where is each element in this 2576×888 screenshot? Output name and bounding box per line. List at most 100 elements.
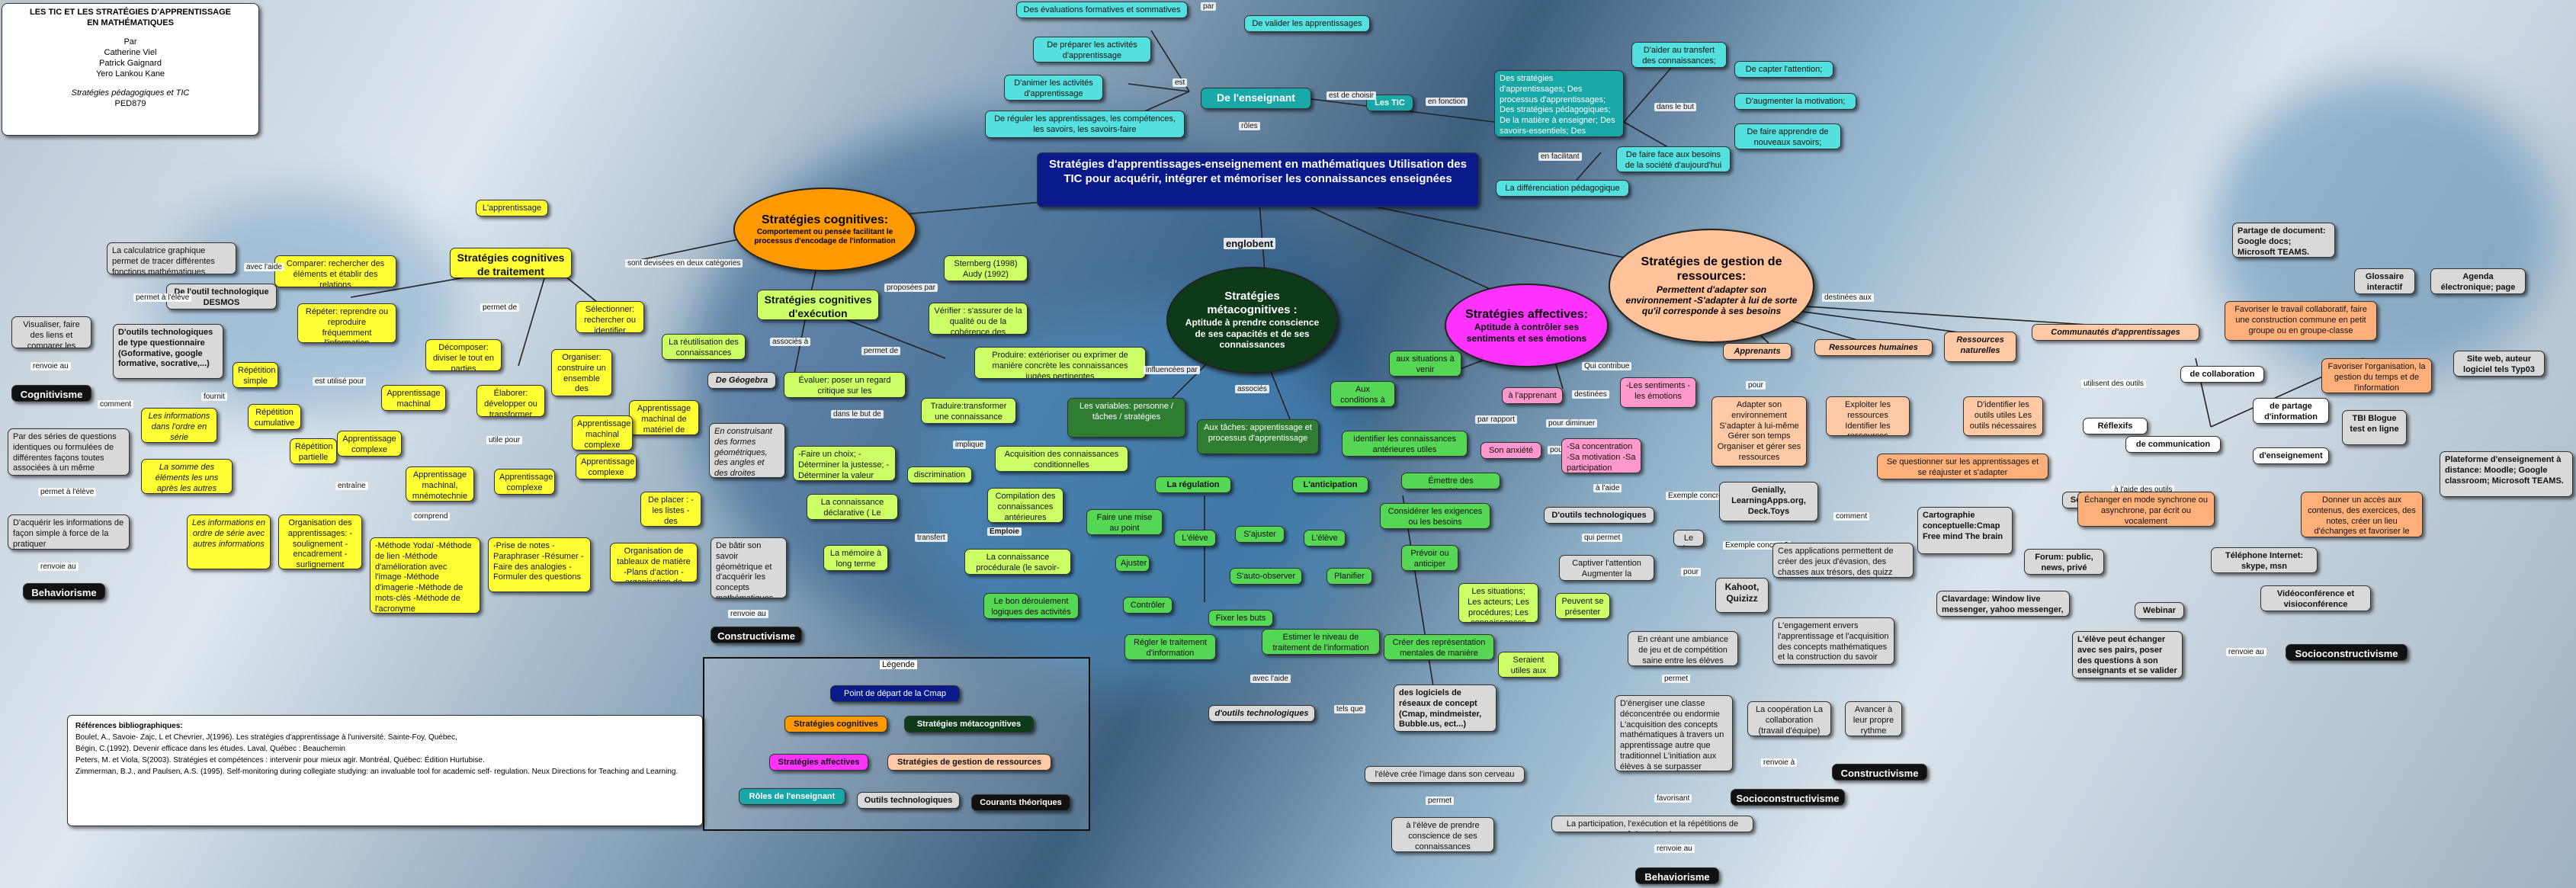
- roles-label: rôles: [1239, 122, 1260, 130]
- concept-map-software-node: des logiciels de réseaux de concept (Cma…: [1394, 684, 1497, 732]
- uses-label: Emploie: [987, 527, 1022, 536]
- exploit-resources-node: Exploiter les ressources Identifier les …: [1826, 396, 1910, 436]
- author-name: Catherine Viel: [104, 47, 157, 57]
- variables-node: Les variables: personne / tâches / strat…: [1067, 398, 1185, 438]
- place-lists-node: De placer : -les listes -des ensembles: [640, 492, 701, 527]
- mental-representation-node: Créer des représentation mentales de man…: [1384, 634, 1494, 660]
- lms-platform-node: Plateforme d'enseignement à distance: Mo…: [2440, 451, 2573, 497]
- teacher-role-regulate: De réguler les apprentissages, les compé…: [985, 111, 1185, 138]
- reuse-node: La réutilisation des connaissances: [662, 334, 746, 360]
- how-label: comment: [1833, 512, 1870, 521]
- acquire-info-node: D'acquérir les informations de façon sim…: [8, 515, 130, 550]
- info-sharing-tools-node: de partage d'information: [2253, 398, 2329, 424]
- own-pace-node: Avancer à leur propre rythme: [1845, 701, 1902, 736]
- function-label: en fonction: [1426, 98, 1468, 106]
- main-title-line1: LES TIC ET LES STRATÉGIES D'APPRENTISSAG…: [30, 8, 231, 17]
- teacher-role-prepare: De préparer les activités d'apprentissag…: [1033, 37, 1151, 63]
- refers-label: renvoie au: [728, 610, 768, 618]
- adjust-node: Ajuster: [1115, 555, 1150, 572]
- learning-communities-node: Communautés d'apprentissages: [2032, 324, 2199, 341]
- course-name: Stratégies pédagogiques et TIC: [71, 88, 190, 98]
- legend-theory: Courants théoriques: [971, 794, 1070, 811]
- cognitive-oval-title: Stratégies cognitives:: [761, 213, 889, 227]
- feelings-node: -Les sentiments -les émotions: [1620, 377, 1696, 408]
- legend-teacher-role: Rôles de l'enseignant: [739, 788, 845, 805]
- regulation-node: La régulation: [1155, 476, 1231, 493]
- est-label: est: [1173, 79, 1188, 87]
- complex-learning-node: Apprentissage complexe: [576, 454, 637, 479]
- sum-node: La somme des éléments les uns après les …: [141, 459, 233, 494]
- behaviorism-theory-node: Behaviorisme: [1635, 867, 1719, 884]
- choose-label: est de choisir: [1326, 91, 1376, 100]
- teaching-tools-node: d'enseignement: [2253, 447, 2329, 464]
- identify-tools-node: D'identifier les outils utiles Les outil…: [1963, 396, 2043, 436]
- central-title: Stratégies d'apprentissages-enseignement…: [1037, 152, 1479, 207]
- such-as-label: tels que: [1334, 705, 1366, 713]
- rote-mnemonic-node: Apprentissage machinal, mnémotechnie: [406, 466, 474, 502]
- awareness-node: à l'élève de prendre conscience de ses c…: [1391, 817, 1494, 852]
- refers-label: renvoie au: [30, 362, 71, 370]
- website-tool-node: Site web, auteur logiciel tels Typ03: [2453, 351, 2545, 377]
- refers-label: renvoie au: [38, 563, 79, 571]
- game-node: Le jeu: [1673, 530, 1704, 547]
- adapt-environment-node: Adapter son environnement S'adapter à lu…: [1711, 396, 1807, 466]
- course-code: PED879: [114, 99, 146, 109]
- teacher-role-validate: De valider les apprentissages: [1244, 15, 1370, 32]
- procedural-knowledge-node: La connaissance procédurale (le savoir-f…: [964, 549, 1071, 575]
- socioconstructivism-theory-node: Socioconstructivisme: [2286, 644, 2408, 661]
- behaviorism-theory-node: Behaviorisme: [23, 583, 105, 600]
- example-label: Exemple concret 1: [1666, 492, 1734, 500]
- visualize-node: Visualiser, faire des liens et comparer …: [11, 316, 91, 348]
- can-arise-node: Peuvent se présenter: [1555, 593, 1610, 619]
- legend-title: Légende: [880, 660, 917, 669]
- rote-complex-node: Apprentissage machinal complexe: [572, 415, 633, 450]
- teacher-goal-attention: De capter l'attention;: [1734, 61, 1833, 78]
- legend-affective: Stratégies affectives: [769, 754, 868, 771]
- useful-tasks-node: Seraient utiles aux tâches: [1498, 652, 1559, 678]
- use-tools-label: utilisent des outils: [2081, 380, 2146, 388]
- concentration-node: -Sa concentration -Sa motivation -Sa par…: [1561, 438, 1641, 473]
- learner-node: à l'apprenant: [1502, 387, 1563, 404]
- cognitive-execution-node: Stratégies cognitives d'exécution: [757, 290, 879, 320]
- reference-item: Boulet, A., Savoie- Zajc, L et Chevrier,…: [75, 733, 457, 742]
- complex-learning-node: Apprentissage complexe: [337, 431, 402, 457]
- plan-node: Planifier: [1326, 568, 1372, 585]
- teacher-role-evaluations: Des évaluations formatives et sommatives: [1016, 2, 1188, 18]
- transfer-label: transfert: [915, 534, 948, 542]
- translate-node: Traduire:transformer une connaissance: [921, 398, 1016, 424]
- teacher-goal-motivation: D'augmenter la motivation;: [1734, 93, 1856, 110]
- author-name: Yero Lankou Kane: [95, 69, 165, 79]
- peer-exchange-node: L'élève peut échanger avec ses pairs, po…: [2072, 631, 2183, 678]
- concept-mapping-tool-node: Cartographie conceptuelle:Cmap Free mind…: [1917, 507, 2013, 554]
- teacher-strategies-list: Des stratégies d'apprentissages; Des pro…: [1494, 70, 1624, 137]
- tic-node: Les TIC: [1366, 95, 1413, 111]
- self-observe-node: S'auto-observer: [1230, 568, 1302, 585]
- by-label: Par: [124, 37, 137, 46]
- destined-label: destinées aux: [1822, 293, 1874, 302]
- with-help-label: à l'aide: [1593, 484, 1622, 492]
- metacognitive-oval-subtitle: Aptitude à prendre conscience de ses cap…: [1185, 317, 1320, 351]
- prior-knowledge-node: Identifier les connaissances antérieures…: [1342, 431, 1468, 457]
- student-node: L'élève: [1304, 530, 1346, 547]
- kahoot-tools-node: Kahoot, Quizizz: [1715, 578, 1769, 613]
- learning-node: L'apprentissage: [476, 200, 548, 216]
- collaboration-tools-node: de collaboration: [2180, 366, 2264, 383]
- how-label: comment: [98, 400, 134, 409]
- influenced-label: influencées par: [1144, 366, 1200, 374]
- sternberg-node: Sternberg (1998) Audy (1992): [944, 255, 1028, 281]
- participation-node: La participation, l'exécution et la répé…: [1551, 816, 1753, 832]
- affective-oval-subtitle: Aptitude à contrôler ses sentiments et s…: [1466, 322, 1587, 344]
- legend-metacognitive: Stratégies métacognitives: [904, 716, 1034, 733]
- with-tools-label: à l'aide des outils: [2112, 486, 2175, 494]
- affective-oval-title: Stratégies affectives:: [1465, 308, 1588, 322]
- estimate-level-node: Estimer le niveau de traitement de l'inf…: [1262, 629, 1380, 655]
- question-series-node: Par des séries de questions identiques o…: [8, 428, 130, 476]
- favoring-label: favorisant: [1654, 794, 1692, 803]
- simple-repetition-node: Répétition simple: [233, 362, 278, 388]
- allows-label: permet: [1662, 675, 1691, 683]
- discrimination-node: discrimination: [907, 466, 972, 483]
- purpose-label: dans le but: [1654, 103, 1696, 111]
- conditional-knowledge-node: Acquisition des connaissances conditionn…: [995, 446, 1128, 472]
- cumulative-repetition-node: Répétition cumulative: [248, 404, 301, 430]
- affective-strategies-oval: Stratégies affectives: Aptitude à contrô…: [1445, 284, 1609, 367]
